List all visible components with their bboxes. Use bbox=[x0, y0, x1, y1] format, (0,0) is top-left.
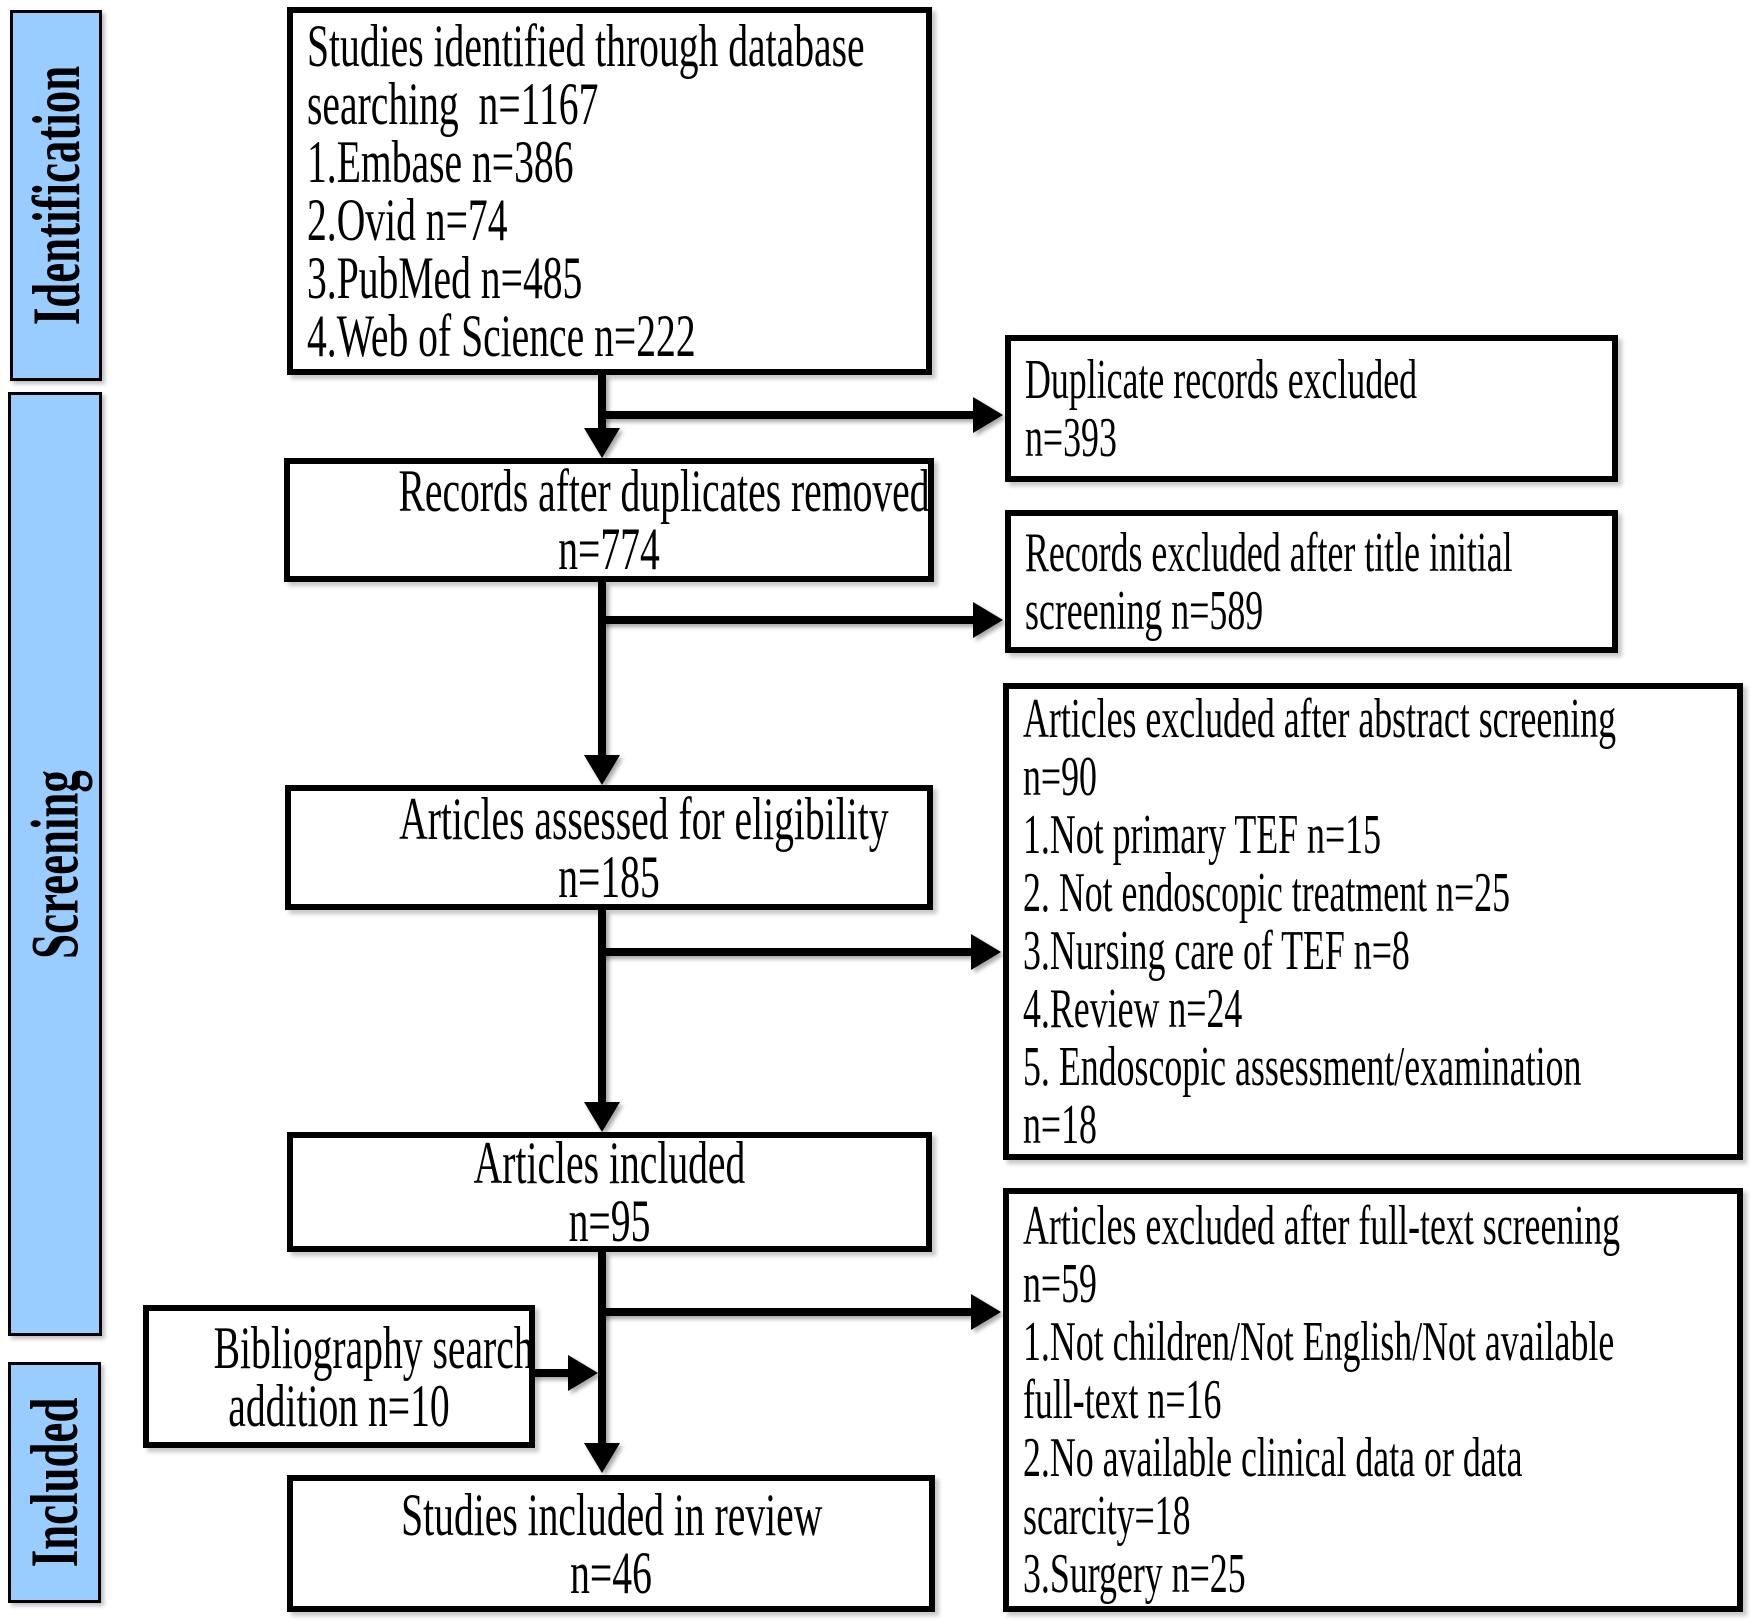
box-text: Articles assessed for eligibility n=185 bbox=[399, 785, 889, 910]
sidebar-stage-included: Included bbox=[8, 1362, 101, 1603]
connector-line bbox=[602, 616, 973, 624]
text-line: n=59 bbox=[1023, 1253, 1097, 1315]
text-line: screening n=589 bbox=[1025, 579, 1264, 642]
text-line: n=46 bbox=[570, 1539, 652, 1606]
text-line: Duplicate records excluded bbox=[1025, 348, 1418, 411]
text-line: 2. Not endoscopic treatment n=25 bbox=[1023, 862, 1511, 924]
connector-line bbox=[602, 411, 973, 419]
text-line: 1.Embase n=386 bbox=[307, 129, 574, 195]
text-line: Articles excluded after full-text screen… bbox=[1023, 1195, 1621, 1257]
arrow-right-icon bbox=[568, 1355, 598, 1391]
connector-line bbox=[602, 948, 971, 956]
box-text: Articles excluded after abstract screeni… bbox=[1023, 688, 1617, 1156]
text-line: 3.Nursing care of TEF n=8 bbox=[1023, 920, 1410, 982]
sidebar-stage-identification: Identification bbox=[10, 10, 102, 381]
text-line: full-text n=16 bbox=[1023, 1369, 1222, 1431]
flow-box-articles-included: Articles included n=95 bbox=[287, 1132, 932, 1252]
arrow-down-icon bbox=[584, 755, 620, 785]
connector-line bbox=[598, 375, 606, 430]
arrow-right-icon bbox=[973, 397, 1003, 433]
flow-box-studies-identified: Studies identified through database sear… bbox=[287, 7, 932, 375]
flow-box-final-included: Studies included in review n=46 bbox=[287, 1475, 935, 1612]
connector-line bbox=[598, 910, 606, 1104]
text-line: 4.Review n=24 bbox=[1023, 978, 1243, 1040]
text-line: Records after duplicates removed bbox=[398, 458, 930, 524]
sidebar-stage-included-label: Included bbox=[16, 1397, 92, 1568]
flow-box-eligibility: Articles assessed for eligibility n=185 bbox=[285, 785, 933, 910]
box-text: Records after duplicates removed n=774 bbox=[398, 458, 930, 582]
flow-box-bibliography-addition: Bibliography search addition n=10 bbox=[143, 1305, 535, 1448]
connector-line bbox=[598, 1252, 606, 1445]
connector-line bbox=[598, 582, 606, 757]
box-text: Bibliography search addition n=10 bbox=[213, 1314, 534, 1439]
arrow-down-icon bbox=[584, 428, 620, 458]
text-line: Studies included in review bbox=[401, 1481, 823, 1548]
text-line: 3.Surgery n=25 bbox=[1023, 1543, 1246, 1605]
connector-line bbox=[532, 1369, 570, 1377]
exclusion-box-title-screening: Records excluded after title initial scr… bbox=[1005, 510, 1618, 653]
box-text: Articles included n=95 bbox=[401, 1130, 819, 1254]
text-line: n=393 bbox=[1025, 406, 1117, 469]
text-line: 2.No available clinical data or data bbox=[1023, 1427, 1523, 1489]
arrow-down-icon bbox=[584, 1102, 620, 1132]
text-line: searching n=1167 bbox=[307, 71, 599, 137]
box-text: Studies identified through database sear… bbox=[307, 13, 865, 369]
box-text: Duplicate records excluded n=393 bbox=[1025, 348, 1418, 469]
text-line: n=18 bbox=[1023, 1094, 1097, 1156]
arrow-right-icon bbox=[973, 602, 1003, 638]
text-line: Bibliography search bbox=[213, 1314, 534, 1381]
sidebar-stage-screening: Screening bbox=[8, 392, 102, 1336]
text-line: 2.Ovid n=74 bbox=[307, 187, 508, 253]
text-line: Articles included bbox=[473, 1130, 746, 1196]
text-line: Articles assessed for eligibility bbox=[399, 785, 889, 852]
sidebar-stage-identification-label: Identification bbox=[17, 65, 94, 326]
text-line: n=774 bbox=[558, 516, 660, 582]
text-line: n=90 bbox=[1023, 746, 1097, 808]
text-line: Records excluded after title initial bbox=[1025, 521, 1513, 584]
arrow-right-icon bbox=[971, 1294, 1001, 1330]
exclusion-box-abstract-screening: Articles excluded after abstract screeni… bbox=[1003, 683, 1743, 1160]
exclusion-box-duplicates: Duplicate records excluded n=393 bbox=[1005, 335, 1618, 482]
text-line: 4.Web of Science n=222 bbox=[307, 303, 696, 369]
box-text: Articles excluded after full-text screen… bbox=[1023, 1195, 1621, 1605]
text-line: 1.Not primary TEF n=15 bbox=[1023, 804, 1382, 866]
arrow-down-icon bbox=[584, 1443, 620, 1473]
text-line: n=95 bbox=[568, 1188, 651, 1254]
text-line: 3.PubMed n=485 bbox=[307, 245, 583, 311]
text-line: scarcity=18 bbox=[1023, 1485, 1191, 1547]
sidebar-stage-screening-label: Screening bbox=[16, 769, 93, 959]
exclusion-box-fulltext-screening: Articles excluded after full-text screen… bbox=[1003, 1188, 1743, 1612]
text-line: n=185 bbox=[558, 843, 660, 910]
text-line: Studies identified through database bbox=[307, 13, 865, 79]
text-line: 1.Not children/Not English/Not available bbox=[1023, 1311, 1615, 1373]
flow-box-after-duplicates: Records after duplicates removed n=774 bbox=[284, 458, 934, 582]
text-line: addition n=10 bbox=[228, 1372, 450, 1439]
arrow-right-icon bbox=[971, 934, 1001, 970]
box-text: Records excluded after title initial scr… bbox=[1025, 521, 1513, 642]
box-text: Studies included in review n=46 bbox=[401, 1481, 823, 1606]
text-line: Articles excluded after abstract screeni… bbox=[1023, 688, 1617, 750]
text-line: 5. Endoscopic assessment/examination bbox=[1023, 1036, 1582, 1098]
connector-line bbox=[602, 1308, 971, 1316]
